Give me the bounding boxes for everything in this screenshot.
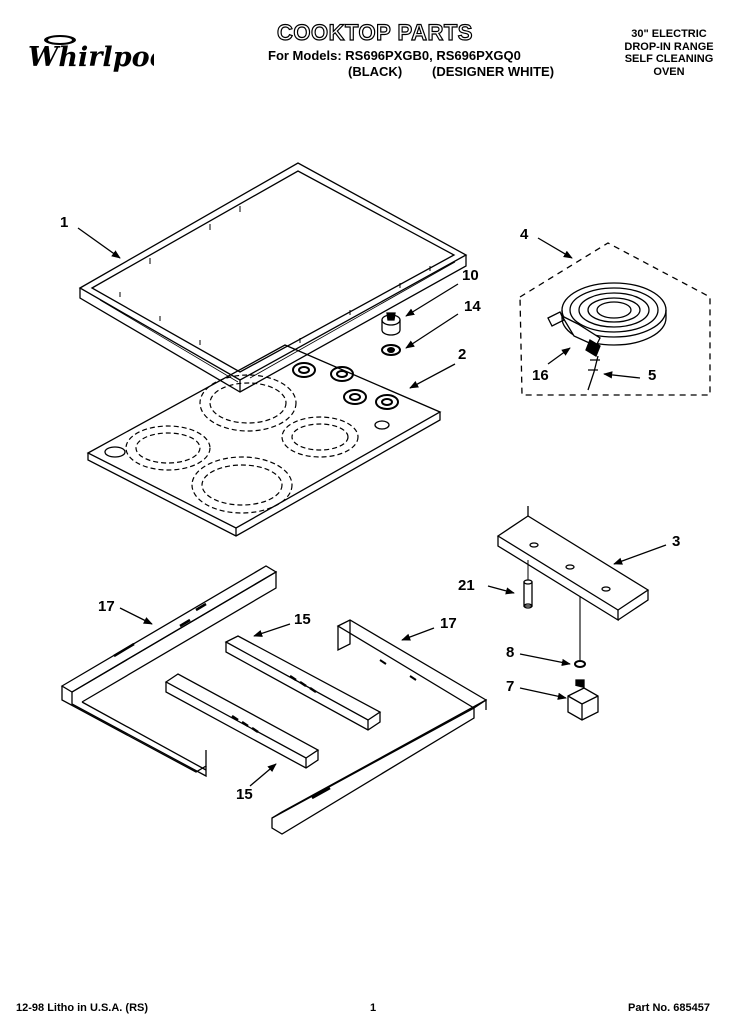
spacer-part xyxy=(523,560,533,609)
cooktop-frame-part xyxy=(78,162,468,393)
model-white-label: (DESIGNER WHITE) xyxy=(432,64,555,79)
callout-part-15-lower: 15 xyxy=(236,786,253,803)
terminal-block-part xyxy=(567,679,599,721)
side-rail-right-part xyxy=(271,619,488,835)
leader-arrows xyxy=(77,227,667,787)
channel-lower-part xyxy=(164,673,320,769)
channel-upper-part xyxy=(224,635,382,731)
litho-footer: 12-98 Litho in U.S.A. (RS) xyxy=(16,1002,149,1014)
callout-part-17-left: 17 xyxy=(98,598,115,615)
glass-cooktop-part xyxy=(86,344,442,537)
page-number: 1 xyxy=(370,1002,377,1014)
callout-part-17-right: 17 xyxy=(440,615,457,632)
screw-part xyxy=(574,660,586,668)
part-number: Part No. 685457 xyxy=(628,1002,710,1014)
callout-part-8: 8 xyxy=(506,644,515,661)
callout-part-3: 3 xyxy=(672,533,681,550)
bracket-part xyxy=(496,506,650,660)
description-line: 30" ELECTRIC xyxy=(631,28,707,40)
svg-text:Whirlpool: Whirlpool xyxy=(28,42,154,73)
surface-element-assembly xyxy=(519,242,711,396)
description-line: DROP-IN RANGE xyxy=(624,40,714,53)
side-rail-left-part xyxy=(60,565,278,778)
callout-part-1: 1 xyxy=(60,214,69,231)
callout-part-10: 10 xyxy=(462,267,479,284)
callout-part-21: 21 xyxy=(458,577,475,594)
product-description: 30" ELECTRIC DROP-IN RANGE SELF CLEANING… xyxy=(604,28,734,78)
page-title: COOKTOP PARTS xyxy=(276,19,473,45)
callout-part-4: 4 xyxy=(520,226,529,243)
callout-part-16: 16 xyxy=(532,367,549,384)
control-knob-part xyxy=(381,312,401,336)
callout-part-2: 2 xyxy=(458,346,467,363)
knob-seal-part xyxy=(381,344,401,356)
callout-part-5: 5 xyxy=(648,367,657,384)
models-line: For Models: RS696PXGB0, RS696PXGQ0 xyxy=(268,48,521,63)
description-line: OVEN xyxy=(653,65,685,78)
model-black-label: (BLACK) xyxy=(348,64,403,79)
whirlpool-logo: Whirlpool xyxy=(26,32,178,74)
callout-part-15-upper: 15 xyxy=(294,611,311,628)
description-line: SELF CLEANING xyxy=(624,53,714,65)
callout-part-14: 14 xyxy=(464,298,481,315)
element-wire-part xyxy=(587,355,600,391)
callout-part-7: 7 xyxy=(506,678,515,695)
